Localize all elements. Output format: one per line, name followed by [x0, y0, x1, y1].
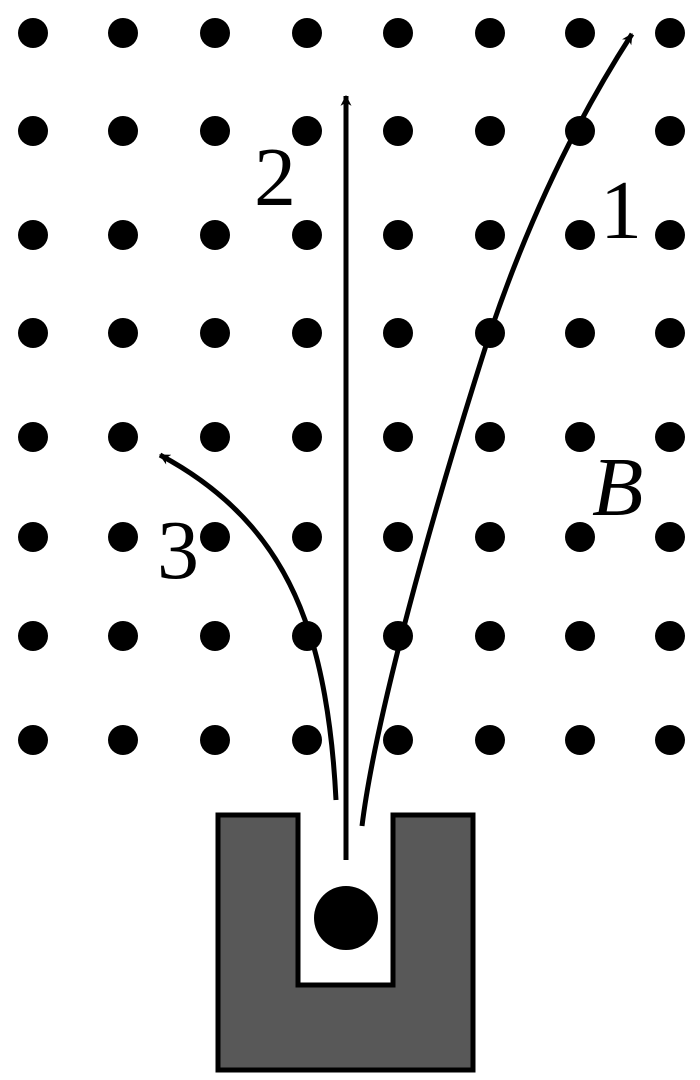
field-dot	[18, 422, 48, 452]
field-dot	[383, 725, 413, 755]
field-dot	[292, 220, 322, 250]
radioactive-sample	[314, 886, 378, 950]
field-dot	[18, 522, 48, 552]
field-dot	[565, 18, 595, 48]
field-dot	[200, 318, 230, 348]
field-dot	[200, 18, 230, 48]
field-dot	[200, 116, 230, 146]
field-dot	[292, 422, 322, 452]
track-2-label: 2	[254, 131, 296, 224]
field-dot	[475, 116, 505, 146]
field-dot	[108, 621, 138, 651]
field-dot	[18, 318, 48, 348]
field-dot	[18, 220, 48, 250]
field-dot	[655, 522, 685, 552]
field-dot	[565, 318, 595, 348]
field-dot	[565, 220, 595, 250]
field-dot	[383, 522, 413, 552]
magnetic-field-dots	[18, 18, 685, 755]
field-dot	[565, 621, 595, 651]
field-dot	[18, 18, 48, 48]
field-dot	[655, 220, 685, 250]
field-dot	[475, 621, 505, 651]
field-dot	[292, 725, 322, 755]
field-dot	[108, 318, 138, 348]
field-dot	[565, 422, 595, 452]
field-dot	[108, 220, 138, 250]
field-dot	[655, 621, 685, 651]
field-dot	[292, 522, 322, 552]
field-dot	[200, 522, 230, 552]
track-1-path	[359, 32, 635, 827]
track-3-path	[158, 452, 339, 801]
field-dot	[292, 116, 322, 146]
field-dot	[200, 621, 230, 651]
field-dot	[655, 116, 685, 146]
field-dot	[383, 318, 413, 348]
field-dot	[108, 18, 138, 48]
field-dot	[18, 116, 48, 146]
field-dot	[383, 116, 413, 146]
field-dot	[18, 725, 48, 755]
field-dot	[655, 725, 685, 755]
field-dot	[18, 621, 48, 651]
field-dot	[655, 18, 685, 48]
field-dot	[475, 725, 505, 755]
field-dot	[383, 422, 413, 452]
field-dot	[200, 422, 230, 452]
field-dot	[383, 18, 413, 48]
field-dot	[108, 725, 138, 755]
field-dot	[475, 422, 505, 452]
field-dot	[200, 725, 230, 755]
field-dot	[655, 318, 685, 348]
radioactive-source-container	[215, 812, 476, 1073]
field-dot	[565, 725, 595, 755]
field-dot	[292, 18, 322, 48]
track-3-label: 3	[157, 504, 199, 597]
field-dot	[475, 522, 505, 552]
field-dot	[655, 422, 685, 452]
field-dot	[475, 220, 505, 250]
field-dot	[108, 116, 138, 146]
track-1-label: 1	[600, 164, 642, 257]
field-dot	[108, 522, 138, 552]
field-dot	[108, 422, 138, 452]
field-dot	[475, 18, 505, 48]
field-dot	[383, 220, 413, 250]
field-dot	[565, 522, 595, 552]
field-dot	[200, 220, 230, 250]
field-dot	[292, 318, 322, 348]
field-label: B	[592, 441, 643, 534]
